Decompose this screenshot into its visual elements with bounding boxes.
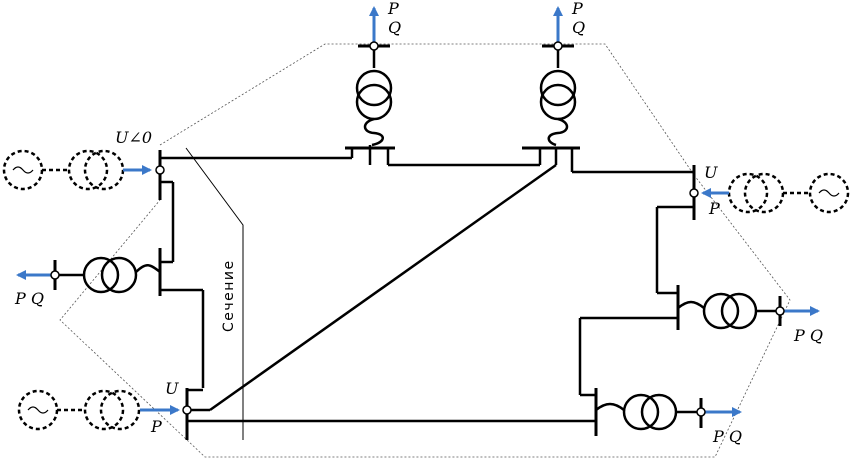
bottom-left-p-label: P <box>150 417 162 436</box>
network-boundary <box>59 43 791 458</box>
right-bus <box>655 165 696 295</box>
top-right-p-label: P <box>571 0 583 18</box>
slack-generator <box>2 149 125 191</box>
left-transformer <box>53 248 205 388</box>
top-left-transformer <box>345 42 395 165</box>
section-line <box>185 147 244 440</box>
top-left-q-label: Q <box>388 18 401 37</box>
right-mid-label: P Q <box>793 326 823 345</box>
top-left-p-label: P <box>387 0 399 18</box>
right-p-label: P <box>708 199 720 218</box>
right-u-label: U <box>704 163 718 182</box>
top-links <box>388 162 694 174</box>
top-right-transformer <box>522 42 580 172</box>
right-mid-transformer <box>578 285 782 397</box>
bottom-right-transformer <box>594 388 703 436</box>
bottom-left-generator <box>17 389 141 431</box>
top-right-q-label: Q <box>572 18 585 37</box>
right-generator <box>727 172 850 214</box>
slack-bus <box>158 150 352 264</box>
section-label: Сечение <box>221 259 237 332</box>
bottom-left-u-label: U <box>165 379 179 398</box>
bottom-right-label: P Q <box>712 427 742 446</box>
slack-bus-label: U∠0 <box>115 128 152 147</box>
left-load-label: P Q <box>14 289 44 308</box>
bottom-left-bus <box>185 163 596 440</box>
